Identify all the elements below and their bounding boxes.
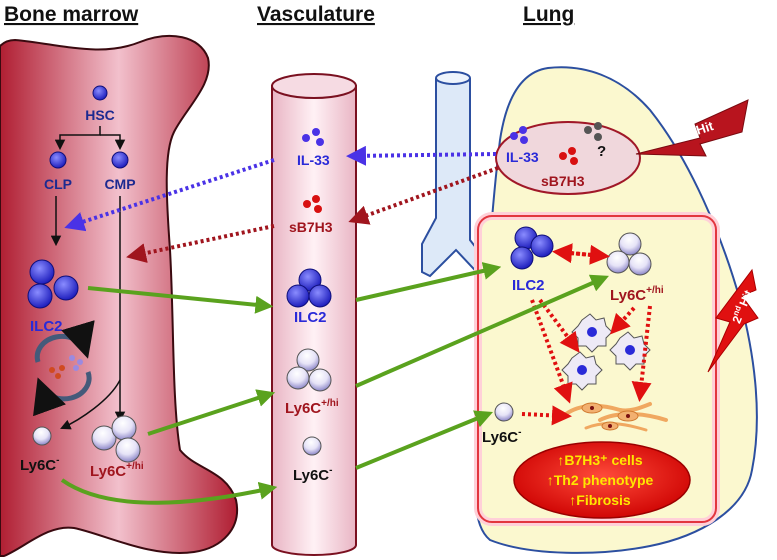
airway — [421, 78, 500, 286]
bm-ilc2-cluster — [27, 259, 79, 309]
vessel-to-lung-ilc2-arrow — [355, 262, 502, 302]
vessel-sb7h3-label: sB7H3 — [289, 219, 333, 235]
inflamed-region — [477, 215, 717, 523]
hsc-cell — [92, 85, 108, 101]
bm-ly6c-neg-cell — [32, 426, 52, 446]
header-lung: Lung — [523, 3, 574, 26]
outcome-th2-phenotype: ↑Th2 phenotype — [547, 472, 654, 488]
proliferation-cycle-icon — [33, 320, 95, 417]
blood-vessel — [271, 73, 357, 556]
hsc-to-clp-arrow — [54, 126, 101, 151]
cmp-label: CMP — [104, 176, 135, 192]
vessel-ly6c-neg-cell — [302, 436, 322, 456]
hsc-to-cmp-arrow — [100, 134, 126, 151]
lung-upper-compartment — [495, 121, 641, 195]
outcome-fibrosis: ↑Fibrosis — [569, 492, 631, 508]
outcome-b7h3-cells: ↑B7H3⁺ cells — [557, 452, 642, 468]
bm-ly6c-neg-label: Ly6C- — [20, 455, 59, 474]
lung-unknown-dots — [584, 122, 602, 141]
bm-ilc2-label: ILC2 — [30, 318, 63, 335]
bm-to-vessel-ly6c-neg-arrow — [60, 478, 278, 505]
vessel-ilc2-label: ILC2 — [294, 309, 327, 326]
lung-to-vessel-sb7h3-arrow — [348, 166, 499, 225]
first-hit-label: 1stHit — [679, 118, 716, 143]
vessel-ly6c-neg-label: Ly6C- — [293, 465, 332, 484]
hsc-label: HSC — [85, 107, 115, 123]
bm-to-vessel-ilc2-arrow — [87, 286, 274, 314]
lung-il33-label: IL-33 — [506, 149, 539, 165]
cmp-to-ly6c-neg-arrow — [60, 379, 121, 430]
vessel-il33-label: IL-33 — [297, 152, 330, 168]
lung-ilc2-cluster — [510, 226, 554, 270]
ly6c-neg-to-fibroblast-arrow — [521, 405, 572, 426]
second-hit-lightning: 2ndHit — [707, 268, 759, 373]
header-vasculature: Vasculature — [257, 3, 375, 26]
activated-cells — [561, 313, 651, 391]
bm-ly6c-hi-cluster — [91, 415, 141, 463]
first-hit-lightning: 1stHit — [635, 99, 749, 157]
clp-cell — [49, 151, 67, 169]
lung-ly6c-hi-label: Ly6C+/hi — [610, 285, 664, 304]
vessel-ly6c-hi-cluster — [286, 348, 332, 392]
bm-ly6c-hi-label: Ly6C+/hi — [90, 461, 144, 480]
vessel-to-lung-ly6c-hi-arrow — [355, 274, 609, 388]
lung-to-vessel-il33-arrow — [346, 145, 497, 166]
vessel-il33-dots — [302, 128, 324, 146]
lung-sb7h3-label: sB7H3 — [541, 173, 585, 189]
lung-ilc2-label: ILC2 — [512, 277, 545, 294]
cmp-cell — [111, 151, 129, 169]
lung-question-mark: ? — [597, 143, 606, 160]
ilc2-to-activated-arrow — [538, 298, 580, 353]
fibroblasts — [564, 402, 668, 432]
lung-ly6c-hi-cluster — [606, 232, 652, 276]
airway-top — [435, 71, 471, 85]
ly6c-ilc2-interaction-arrow — [552, 243, 605, 264]
bm-to-vessel-ly6c-hi-arrow — [147, 389, 276, 436]
vessel-to-lung-ly6c-neg-arrow — [355, 410, 493, 470]
lung-sb7h3-dots — [559, 147, 578, 165]
ly6c-to-activated-arrow — [609, 306, 636, 335]
second-hit-label: 2ndHit — [729, 288, 756, 326]
vessel-sb7h3-dots — [303, 195, 322, 213]
outcome-ellipse — [513, 441, 691, 519]
lung-il33-dots — [510, 126, 528, 144]
vessel-to-bm-sb7h3-arrow — [126, 224, 275, 263]
header-bone-marrow: Bone marrow — [4, 3, 139, 26]
lung-ly6c-neg-label: Ly6C- — [482, 427, 521, 446]
clp-label: CLP — [44, 176, 72, 192]
vessel-ly6c-hi-label: Ly6C+/hi — [285, 398, 339, 417]
vessel-ilc2-cluster — [286, 268, 332, 308]
lung-ly6c-neg-cell — [494, 402, 514, 422]
